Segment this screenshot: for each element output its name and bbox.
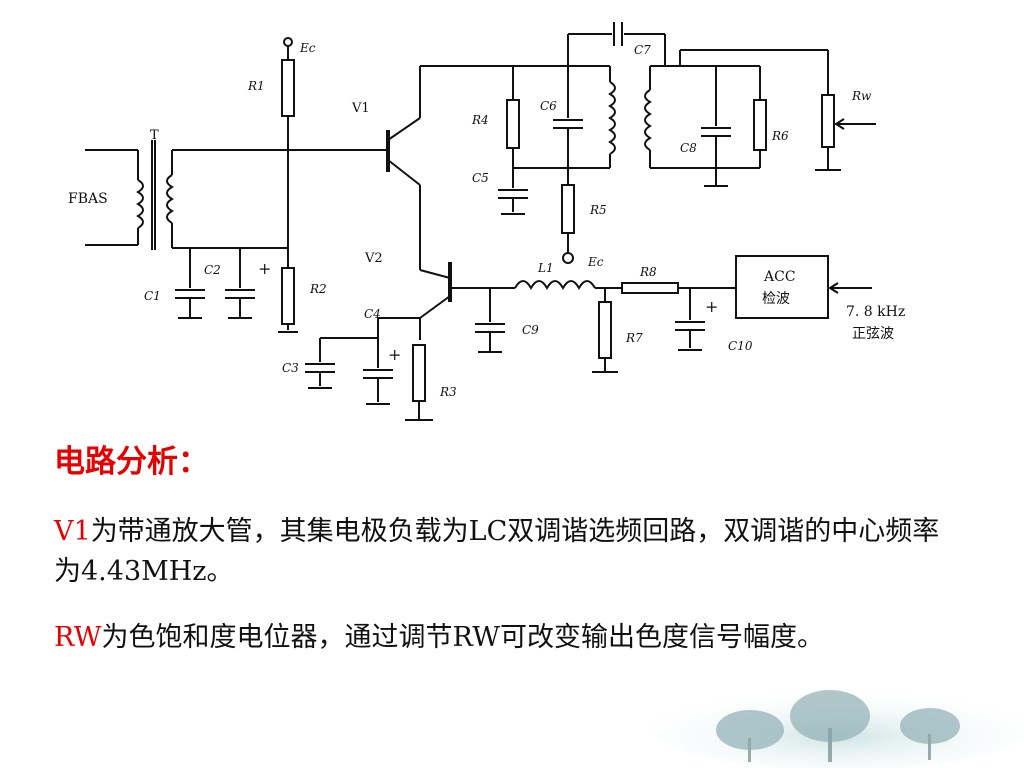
acc-label-line2: 检波	[762, 291, 790, 307]
resistor-r2	[281, 267, 295, 325]
paragraph-v1: V1为带通放大管，其集电极负载为LC双调谐选频回路，双调谐的中心频率为4.43M…	[54, 512, 964, 592]
label-v2: V2	[364, 251, 383, 266]
paragraph-rw-text: 为色饱和度电位器，通过调节RW可改变输出色度信号幅度。	[101, 622, 825, 653]
label-r4: R4	[471, 113, 489, 127]
paragraph-rw: RW为色饱和度电位器，通过调节RW可改变输出色度信号幅度。	[54, 618, 964, 658]
resistor-r3	[412, 344, 426, 402]
label-c6: C6	[540, 99, 557, 113]
ec-terminal-mid	[562, 252, 574, 264]
label-c2: C2	[204, 263, 221, 277]
paragraph-v1-text: 为带通放大管，其集电极负载为LC双调谐选频回路，双调谐的中心频率为4.43MHz…	[54, 516, 940, 587]
label-r1: R1	[247, 79, 265, 93]
label-ec-top: Ec	[299, 41, 316, 55]
label-ec-mid: Ec	[587, 255, 604, 269]
label-c3: C3	[282, 361, 299, 375]
resistor-r5	[561, 184, 575, 234]
label-l1: L1	[537, 261, 554, 275]
resistor-r6	[753, 99, 767, 151]
label-fbas: FBAS	[68, 191, 108, 207]
ec-terminal-top	[283, 37, 293, 47]
section-heading: 电路分析：	[54, 444, 209, 480]
label-c9: C9	[522, 323, 539, 337]
coil-l-secondary	[644, 89, 652, 151]
term-rw: RW	[54, 622, 102, 653]
label-t: T	[150, 128, 159, 143]
label-signal-type: 正弦波	[852, 326, 894, 342]
resistor-r8	[621, 282, 679, 294]
label-signal-freq: 7. 8 kHz	[846, 304, 905, 320]
svg-text:+: +	[258, 259, 271, 278]
label-r6: R6	[771, 129, 789, 143]
label-v1: V1	[351, 101, 370, 116]
potentiometer-rw	[821, 94, 835, 148]
svg-text:+: +	[705, 297, 718, 316]
circuit-diagram: + + + Ec R1 T FBAS V1 V2 C1 C2 R2 C3 C4 …	[68, 22, 905, 421]
transformer-primary	[136, 179, 144, 229]
label-c5: C5	[472, 171, 489, 185]
transformer-secondary	[166, 174, 174, 224]
label-rw: Rw	[851, 89, 872, 103]
label-r5: R5	[589, 203, 607, 217]
svg-text:+: +	[388, 345, 401, 364]
term-v1: V1	[54, 516, 91, 547]
acc-detector-block	[735, 255, 829, 319]
label-c4: C4	[364, 307, 381, 321]
acc-label-line1: ACC	[763, 269, 796, 285]
resistor-r1	[281, 59, 295, 117]
decorative-trees-image	[650, 686, 1024, 768]
polarity-marks: + + +	[258, 259, 718, 364]
label-c8: C8	[680, 141, 697, 155]
inductor-l1	[514, 280, 596, 291]
label-r3: R3	[439, 385, 457, 399]
resistor-r4	[506, 99, 520, 149]
label-c10: C10	[728, 339, 753, 353]
label-c7: C7	[634, 43, 651, 57]
coil-l-primary	[608, 81, 616, 155]
label-r7: R7	[625, 331, 643, 345]
label-r8: R8	[639, 265, 657, 279]
label-r2: R2	[309, 282, 327, 296]
resistor-r7	[598, 301, 612, 359]
label-c1: C1	[144, 289, 161, 303]
